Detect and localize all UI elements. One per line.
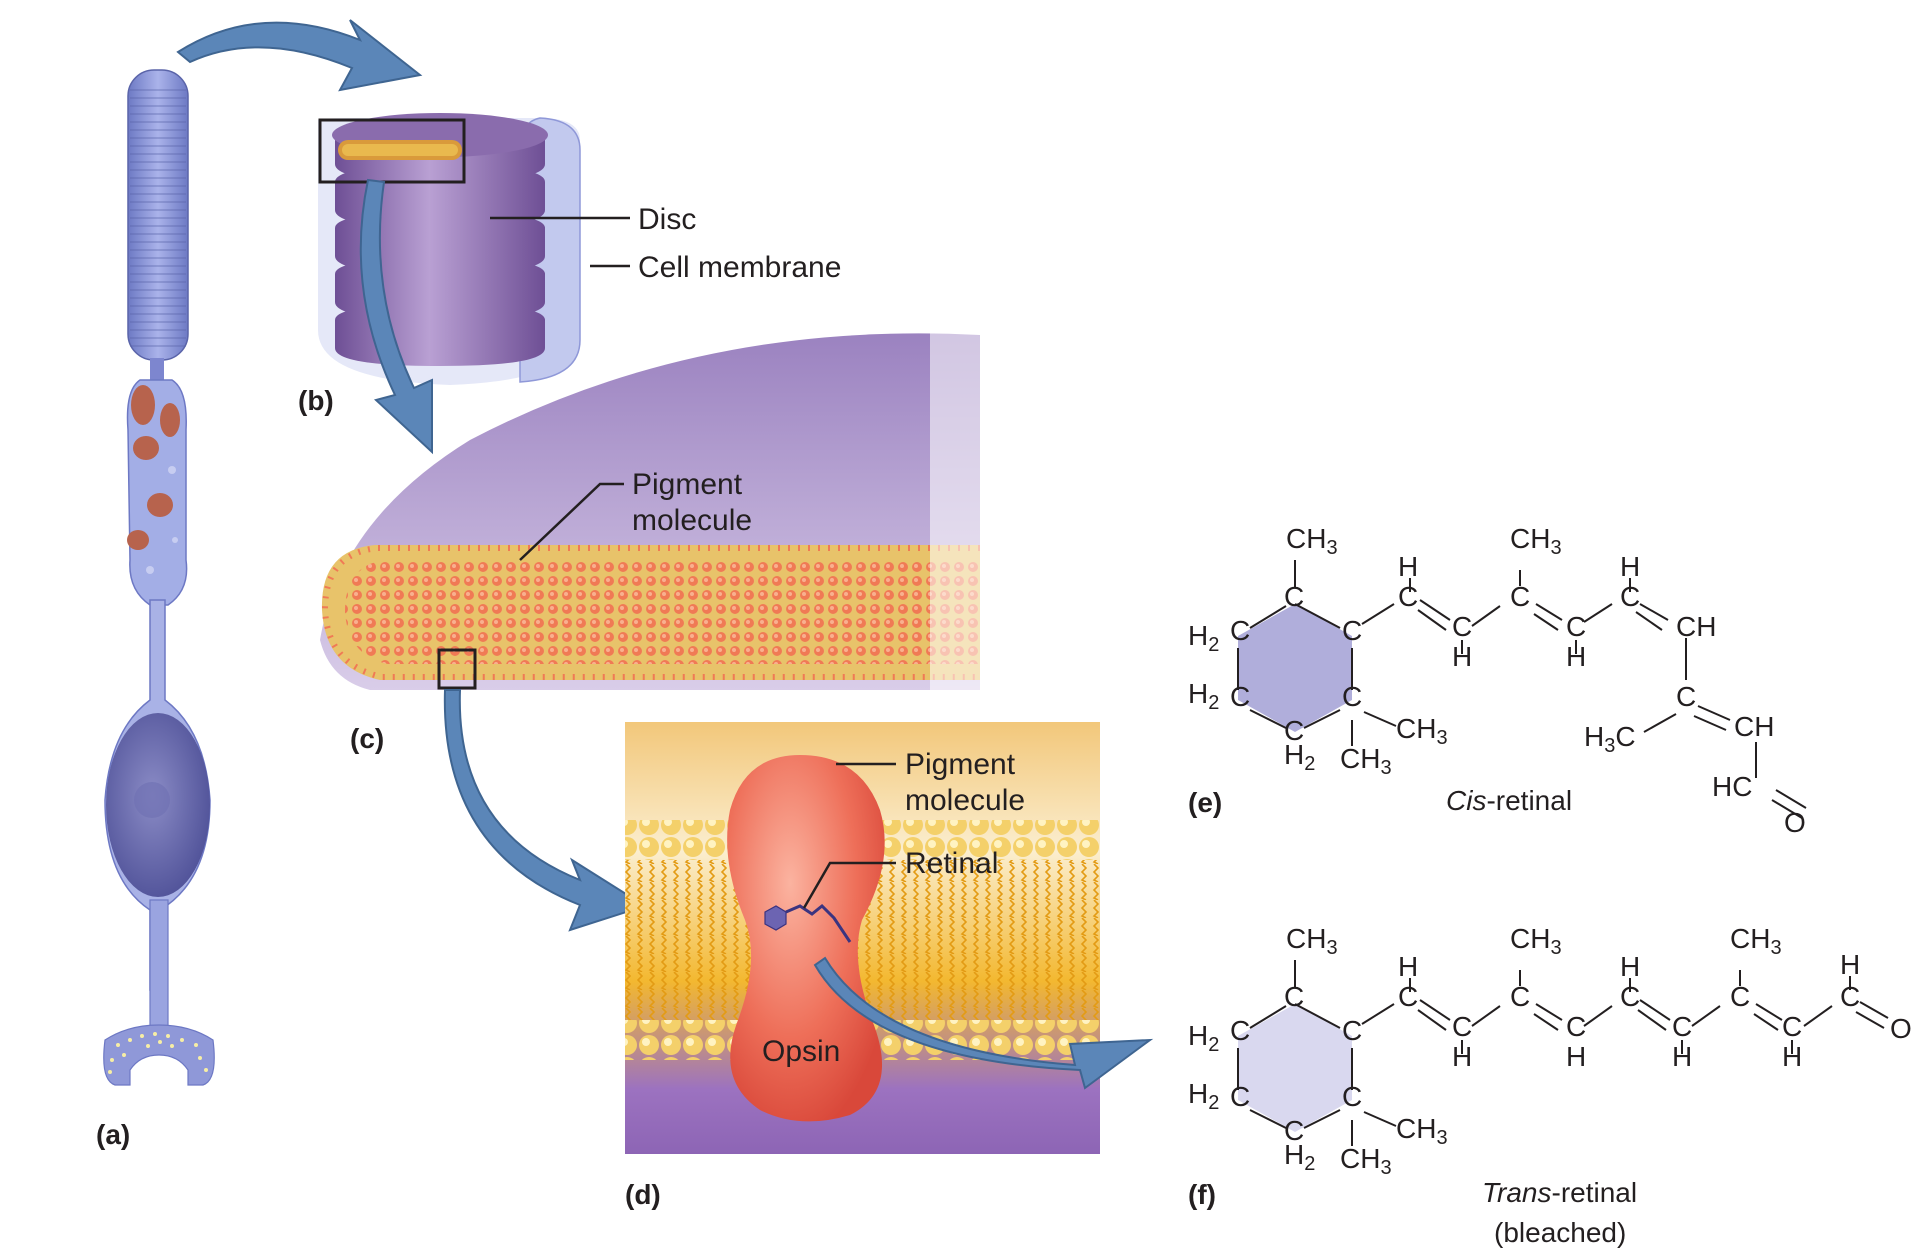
svg-text:H: H: [1566, 641, 1586, 672]
svg-text:C: C: [1342, 1015, 1362, 1046]
svg-text:C: C: [1284, 1115, 1304, 1146]
svg-text:O: O: [1890, 1013, 1912, 1044]
svg-text:C: C: [1284, 715, 1304, 746]
svg-text:CH3: CH3: [1396, 713, 1448, 749]
rod-cell: [103, 69, 215, 1086]
cis-retinal-structure: [1237, 560, 1807, 819]
retinal-leader-line: [802, 861, 896, 909]
arrow-a-to-b: [176, 19, 423, 92]
label-retinal: Retinal: [905, 847, 998, 880]
arrow-b-to-c: [359, 178, 433, 455]
svg-text:CH3: CH3: [1340, 1143, 1392, 1179]
svg-text:C: C: [1730, 981, 1750, 1012]
svg-text:C: C: [1398, 581, 1418, 612]
svg-text:C: C: [1510, 981, 1530, 1012]
label-pigment-d-line1: Pigment: [905, 748, 1016, 781]
label-opsin: Opsin: [762, 1035, 840, 1068]
trans-retinal-structure: [1237, 960, 1889, 1146]
svg-text:CH: CH: [1734, 711, 1774, 742]
panel-label-b: (b): [298, 385, 334, 416]
svg-text:C: C: [1342, 681, 1362, 712]
label-disc: Disc: [638, 203, 696, 236]
svg-text:H2: H2: [1188, 620, 1219, 656]
cis-retinal-caption: Cis-retinal: [1446, 785, 1572, 816]
panel-label-e: (e): [1188, 787, 1222, 818]
svg-text:C: C: [1230, 681, 1250, 712]
cis-retinal-atoms: CH3 C C C C C C H2 H2 H2 CH3 CH3 H C C H…: [1188, 523, 1806, 838]
svg-text:H: H: [1452, 641, 1472, 672]
arrow-c-to-d: [443, 689, 648, 932]
svg-text:C: C: [1510, 581, 1530, 612]
svg-text:H: H: [1398, 951, 1418, 982]
disc-stack: [318, 113, 581, 385]
svg-text:H: H: [1840, 949, 1860, 980]
panel-label-d: (d): [625, 1179, 661, 1210]
trans-retinal-caption-bleached: (bleached): [1494, 1217, 1626, 1248]
svg-text:H3C: H3C: [1584, 721, 1636, 757]
svg-text:CH3: CH3: [1340, 743, 1392, 779]
svg-text:H2: H2: [1188, 1020, 1219, 1056]
label-cell-membrane: Cell membrane: [638, 251, 841, 284]
svg-text:C: C: [1284, 981, 1304, 1012]
opsin-protein: [727, 755, 885, 1122]
arrow-d-to-f: [813, 956, 1154, 1090]
disc-cross-section: [320, 330, 990, 700]
svg-text:C: C: [1230, 1081, 1250, 1112]
panel-label-c: (c): [350, 723, 384, 754]
label-pigment-c-line1: Pigment: [632, 468, 743, 501]
svg-text:C: C: [1452, 611, 1472, 642]
svg-text:C: C: [1840, 981, 1860, 1012]
svg-text:CH3: CH3: [1286, 523, 1338, 559]
svg-text:C: C: [1620, 581, 1640, 612]
svg-text:H2: H2: [1188, 1078, 1219, 1114]
trans-retinal-atoms: CH3 C C C C C C H2 H2 H2 CH3 CH3 H C C H…: [1188, 923, 1912, 1179]
svg-text:C: C: [1398, 981, 1418, 1012]
membrane-detail: [625, 722, 1100, 1154]
trans-retinal-caption: Trans-retinal: [1482, 1177, 1637, 1208]
svg-text:C: C: [1230, 615, 1250, 646]
svg-text:CH3: CH3: [1396, 1113, 1448, 1149]
panel-label-a: (a): [96, 1119, 130, 1150]
svg-text:C: C: [1782, 1011, 1802, 1042]
pigment-leader-line-c: [519, 482, 624, 561]
svg-text:H2: H2: [1284, 739, 1315, 775]
svg-text:CH3: CH3: [1286, 923, 1338, 959]
label-pigment-c-line2: molecule: [632, 504, 752, 537]
svg-text:C: C: [1566, 611, 1586, 642]
svg-text:C: C: [1672, 1011, 1692, 1042]
svg-text:H: H: [1620, 951, 1640, 982]
label-pigment-d-line2: molecule: [905, 784, 1025, 817]
svg-text:C: C: [1342, 615, 1362, 646]
svg-text:C: C: [1676, 681, 1696, 712]
svg-text:C: C: [1566, 1011, 1586, 1042]
svg-text:H: H: [1672, 1041, 1692, 1072]
svg-text:H: H: [1782, 1041, 1802, 1072]
svg-text:CH3: CH3: [1510, 523, 1562, 559]
svg-text:H2: H2: [1284, 1139, 1315, 1175]
svg-text:CH3: CH3: [1510, 923, 1562, 959]
svg-text:H: H: [1398, 551, 1418, 582]
svg-text:C: C: [1620, 981, 1640, 1012]
panel-label-f: (f): [1188, 1179, 1216, 1210]
svg-text:O: O: [1784, 807, 1806, 838]
svg-text:C: C: [1284, 581, 1304, 612]
svg-text:CH3: CH3: [1730, 923, 1782, 959]
svg-text:C: C: [1342, 1081, 1362, 1112]
svg-text:H: H: [1566, 1041, 1586, 1072]
svg-text:C: C: [1230, 1015, 1250, 1046]
svg-text:H: H: [1452, 1041, 1472, 1072]
svg-text:HC: HC: [1712, 771, 1752, 802]
svg-text:C: C: [1452, 1011, 1472, 1042]
svg-text:H: H: [1620, 551, 1640, 582]
svg-text:CH: CH: [1676, 611, 1716, 642]
svg-text:H2: H2: [1188, 678, 1219, 714]
